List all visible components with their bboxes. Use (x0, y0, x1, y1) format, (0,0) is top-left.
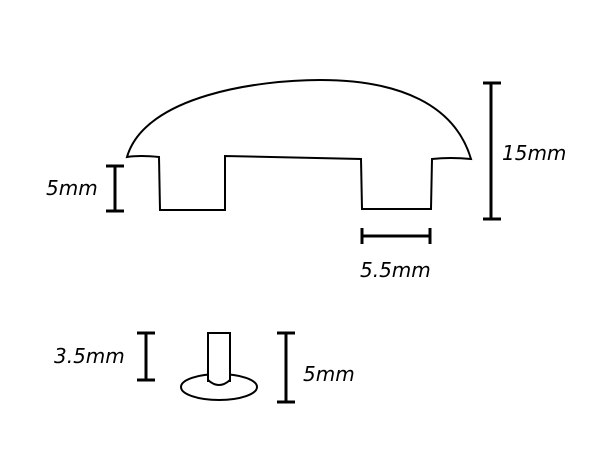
t-molding-profile (125, 78, 473, 211)
pin-drawing (180, 332, 258, 401)
leg-dimension-marker (106, 164, 124, 213)
label-top-slot: 5.5mm (360, 258, 431, 282)
label-top-height: 15mm (502, 141, 567, 165)
slot-dimension-marker (360, 228, 432, 244)
label-pin-stem: 3.5mm (54, 344, 125, 368)
pin-total-dimension-marker (277, 331, 295, 404)
pin-stem-dimension-marker (137, 331, 155, 382)
height-dimension-marker (483, 81, 501, 221)
label-pin-total: 5mm (303, 362, 355, 386)
label-top-leg: 5mm (46, 176, 98, 200)
